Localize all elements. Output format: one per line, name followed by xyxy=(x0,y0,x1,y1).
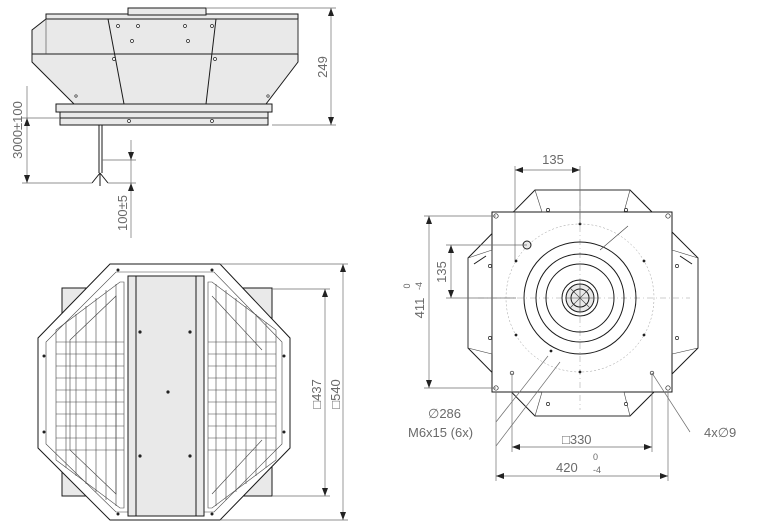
holes-label: 4x∅9 xyxy=(704,425,737,440)
dia-286-label: ∅286 xyxy=(428,406,462,421)
dim-420-tol-upper: 0 xyxy=(593,452,599,462)
dim-540-label: □540 xyxy=(328,379,343,409)
dim-437-label: □437 xyxy=(309,379,324,409)
dim-420-tol-lower: -4 xyxy=(593,465,602,475)
dim-135-left-label: 135 xyxy=(434,261,449,283)
thread-label: M6x15 (6x) xyxy=(408,425,474,440)
dim-3000-label: 3000±100 xyxy=(10,101,25,159)
dim-411-label: 411 xyxy=(412,298,427,319)
dim-135-top-label: 135 xyxy=(542,152,564,167)
right-grille xyxy=(207,281,277,509)
left-grille xyxy=(55,281,125,509)
dim-420-label: 420 xyxy=(556,460,578,475)
dim-411-tol-lower: -4 xyxy=(414,282,424,290)
dim-249-label: 249 xyxy=(315,56,330,78)
bottom-view: 135 135 411 0 -4 xyxy=(402,152,699,481)
square-330-label: □330 xyxy=(562,432,592,447)
side-view: 249 3000±100 100±5 xyxy=(10,7,336,238)
plan-view: □437 □540 xyxy=(37,263,348,521)
dim-100-label: 100±5 xyxy=(115,195,130,231)
dim-411-tol-upper: 0 xyxy=(402,283,412,288)
